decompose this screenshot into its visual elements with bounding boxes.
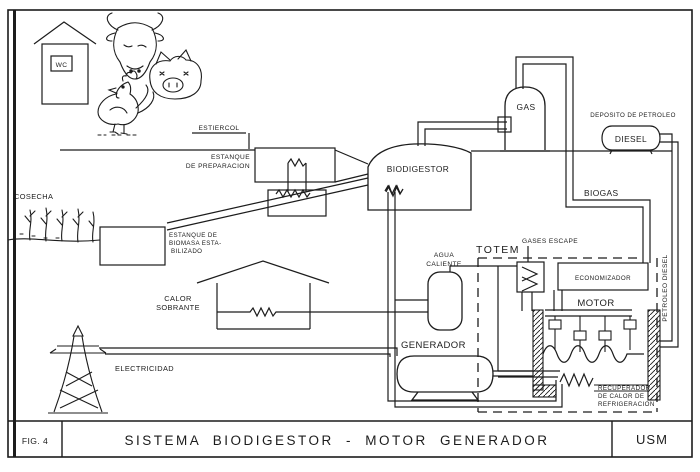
biomasa-label-3: BILIZADO	[171, 248, 202, 255]
motor-label: MOTOR	[577, 298, 614, 309]
pig-sketch	[149, 49, 202, 100]
cow-sketch	[106, 12, 164, 80]
generator-foot	[410, 391, 480, 401]
org-mark: USM	[636, 432, 668, 447]
motor-pistons	[548, 316, 637, 352]
recuperador-coil	[559, 372, 594, 388]
recuperador-label-3: REFRIGERACION	[598, 401, 655, 408]
generator	[396, 355, 533, 401]
gas-tank	[500, 86, 550, 152]
totem-label: TOTEM	[476, 244, 520, 256]
power-lines	[99, 347, 398, 357]
biodigestor-label: BIODIGESTOR	[387, 164, 449, 174]
exchanger-chevron	[521, 276, 539, 292]
generador-label: GENERADOR	[401, 340, 466, 351]
motor-wall-right	[647, 309, 661, 401]
radiator-line	[217, 306, 428, 318]
figure-title: SISTEMA BIODIGESTOR - MOTOR GENERADOR	[124, 433, 549, 448]
agua-caliente-tank	[427, 271, 463, 331]
economizador-box	[557, 262, 649, 291]
prep-heat-box	[267, 189, 327, 217]
biomasa-label-1: ESTANQUE DE	[169, 232, 217, 239]
estiercol-label: ESTIERCOL	[199, 125, 240, 132]
calor-sobrante-label-2: SOBRANTE	[156, 303, 200, 312]
biomasa-label-2: BIOMASA ESTA-	[169, 240, 222, 247]
exhaust-exchanger	[516, 246, 545, 311]
effluent-pipe	[166, 177, 369, 231]
gas-label: GAS	[517, 102, 536, 112]
wc-sign	[50, 55, 73, 72]
biodigestor-tank	[367, 143, 472, 211]
wc-outhouse	[33, 21, 97, 105]
recuperador-label-2: DE CALOR DE	[598, 393, 644, 400]
wc-sign-label: WC	[56, 62, 68, 69]
deposito-petroleo-label: DEPOSITO DE PETROLEO	[590, 112, 676, 119]
diesel-tank	[601, 125, 661, 155]
calor-sobrante-label-1: CALOR	[164, 294, 191, 303]
economizador-label: ECONOMIZADOR	[575, 275, 631, 282]
box-coil	[275, 188, 311, 199]
crop-plants	[7, 207, 101, 243]
petroleo-diesel-label: PETROLEO DIESEL	[662, 254, 669, 321]
crankshaft	[542, 345, 644, 363]
exchanger-chevron	[521, 266, 539, 282]
electricidad-label: ELECTRICIDAD	[115, 364, 174, 373]
prep-tank-label-1: ESTANQUE	[211, 154, 250, 161]
cosecha-label: COSECHA	[14, 192, 53, 201]
economizador-downpipe	[553, 290, 563, 311]
figure-frame	[7, 9, 693, 458]
diesel-label: DIESEL	[615, 134, 647, 144]
funnel-top	[334, 149, 369, 165]
fig-number: FIG. 4	[22, 436, 48, 446]
recuperador-label-1: RECUPERADOR	[598, 385, 651, 392]
diesel-downpipe	[660, 133, 679, 348]
house-calor-sobrante	[196, 260, 428, 330]
power-tower	[48, 324, 108, 414]
biomasa-tank	[99, 226, 166, 266]
motor-wall-left	[532, 309, 544, 391]
agua-caliente-label-2: CALIENTE	[426, 261, 462, 268]
gases-escape-label: GASES ESCAPE	[522, 238, 578, 245]
ground-line	[7, 238, 101, 242]
funnel-bottom	[334, 173, 369, 183]
motor-block	[532, 309, 661, 401]
agua-caliente-label-1: AGUA	[434, 252, 454, 259]
prep-coil-top	[287, 157, 307, 168]
gas-pipe	[417, 116, 512, 146]
rooster-sketch	[97, 70, 155, 136]
biogas-pipe	[515, 56, 651, 263]
prep-tank-label-2: DE PREPARACION	[186, 163, 250, 170]
biodigestor-coil	[384, 184, 404, 196]
preparation-tank	[254, 147, 369, 217]
biogas-label: BIOGAS	[584, 188, 619, 198]
estiercol-line	[60, 132, 255, 151]
motor-wall-bottom	[532, 384, 557, 398]
